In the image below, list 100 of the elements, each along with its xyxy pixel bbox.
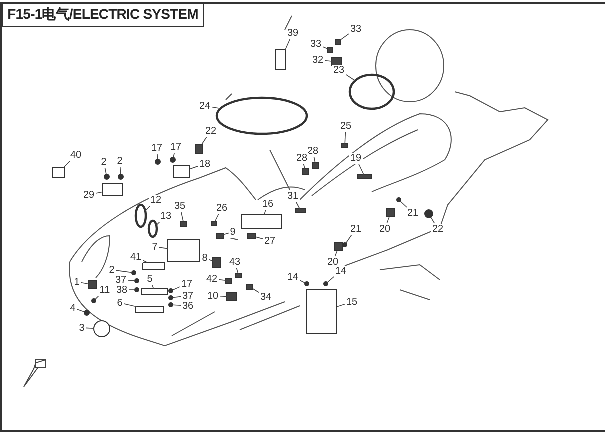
screw xyxy=(304,282,310,286)
callout-number: 4 xyxy=(69,302,77,314)
callout-number: 7 xyxy=(151,242,159,252)
callout-number: 14 xyxy=(286,272,300,282)
screw xyxy=(104,174,110,180)
callout-number: 2 xyxy=(108,264,116,276)
callout-number: 32 xyxy=(311,54,325,66)
leader-line xyxy=(334,250,338,257)
sensor xyxy=(424,210,434,218)
callout-number: 17 xyxy=(150,142,164,154)
callout-number: 20 xyxy=(378,224,392,234)
callout-number: 1 xyxy=(73,276,81,288)
leader-line xyxy=(180,211,184,222)
callout-number: 29 xyxy=(82,190,96,200)
leader-line xyxy=(400,200,408,208)
socket xyxy=(88,280,98,290)
leader-line xyxy=(120,166,122,175)
leader-line xyxy=(63,160,72,168)
screw xyxy=(324,282,328,286)
leader-line xyxy=(190,166,198,170)
connector xyxy=(216,233,224,239)
relay xyxy=(212,258,222,268)
clip xyxy=(342,144,348,148)
leader-line xyxy=(158,247,168,250)
callout-number: 41 xyxy=(129,252,143,262)
plug xyxy=(276,50,286,70)
callout-number: 33 xyxy=(309,38,323,50)
fuse-box xyxy=(136,306,164,314)
callout-number: 21 xyxy=(406,208,420,218)
screw xyxy=(168,288,174,294)
light xyxy=(134,204,148,228)
callout-number: 37 xyxy=(114,274,128,286)
leader-line xyxy=(314,156,316,164)
screw xyxy=(327,47,333,53)
callout-number: 15 xyxy=(345,296,359,308)
title-box: F15-1电气/ELECTRIC SYSTEM xyxy=(2,3,204,27)
bracket xyxy=(52,168,66,178)
wire-harness xyxy=(348,74,396,110)
callout-number: 33 xyxy=(349,24,363,34)
callout-number: 42 xyxy=(205,274,219,284)
leader-line xyxy=(346,74,356,82)
callout-number: 6 xyxy=(116,298,124,308)
callout-number: 18 xyxy=(198,158,212,170)
callout-number: 23 xyxy=(332,64,346,76)
leader-line xyxy=(327,276,336,284)
screw xyxy=(155,159,161,165)
connector xyxy=(312,162,320,170)
light xyxy=(148,220,158,238)
leader-line xyxy=(322,46,328,50)
screw xyxy=(84,310,90,316)
screw xyxy=(168,302,174,308)
leader-line xyxy=(80,282,90,285)
callout-number: 43 xyxy=(228,256,242,268)
callout-number: 27 xyxy=(263,236,277,246)
callout-number: 40 xyxy=(69,150,83,160)
callout-number: 37 xyxy=(181,290,195,302)
leader-line xyxy=(324,60,332,62)
callout-number: 9 xyxy=(229,226,237,238)
callout-number: 10 xyxy=(206,290,220,302)
leader-line xyxy=(128,280,136,282)
fuse-strip xyxy=(142,288,168,296)
leader-line xyxy=(300,280,306,284)
leader-line xyxy=(76,309,86,313)
leader-line xyxy=(430,217,436,224)
callout-number: 28 xyxy=(306,146,320,156)
leader-line xyxy=(256,236,264,240)
leader-line xyxy=(285,38,291,50)
leader-line xyxy=(104,167,107,175)
callout-number: 24 xyxy=(198,100,212,112)
callout-number: 22 xyxy=(204,126,218,136)
leader-line xyxy=(252,288,260,294)
sensor xyxy=(358,174,372,180)
leader-line xyxy=(296,201,300,210)
callout-number: 36 xyxy=(181,300,195,312)
leader-line xyxy=(142,260,148,263)
switch-panel xyxy=(242,214,282,230)
horn xyxy=(94,320,110,338)
leader-line xyxy=(303,163,306,170)
leader-line xyxy=(218,279,226,282)
connector xyxy=(211,222,217,226)
leader-line xyxy=(358,163,364,176)
callout-number: 5 xyxy=(146,274,154,284)
leader-line xyxy=(344,131,346,144)
leader-line xyxy=(223,232,230,236)
screw xyxy=(134,278,140,284)
callout-number: 26 xyxy=(215,202,229,214)
callout-number: 21 xyxy=(349,224,363,234)
bracket xyxy=(102,184,124,196)
connector xyxy=(302,168,310,176)
leader-line xyxy=(172,304,182,306)
screw xyxy=(118,174,124,180)
control-unit xyxy=(174,166,190,178)
callout-number: 12 xyxy=(149,194,163,206)
screw xyxy=(92,298,96,304)
callout-number: 11 xyxy=(98,284,112,296)
callout-number: 2 xyxy=(100,156,108,168)
callout-number: 8 xyxy=(201,252,209,264)
callout-number: 19 xyxy=(349,152,363,164)
screw xyxy=(132,270,136,276)
fuse xyxy=(142,262,166,270)
